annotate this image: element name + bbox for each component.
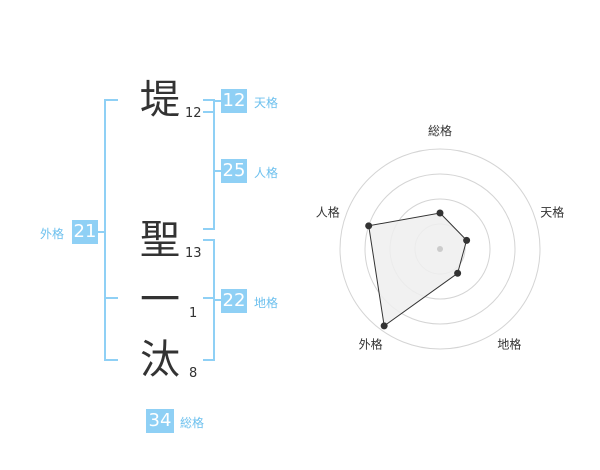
- gaikaku-badge: 21: [72, 220, 98, 244]
- stroke-count-4: 8: [189, 366, 198, 381]
- stroke-count-1: 12: [185, 106, 202, 121]
- radar-axis-label-2: 天格: [540, 205, 564, 220]
- kanji-char-4: 汰: [140, 337, 180, 383]
- gaikaku-bracket: [104, 99, 118, 361]
- radar-area: [368, 212, 468, 327]
- kanji-char-2: 聖: [140, 217, 180, 263]
- chikaku-badge: 22: [221, 289, 247, 313]
- tenkaku-badge: 12: [221, 89, 247, 113]
- tenkaku-bracket: [203, 99, 215, 230]
- radar-point-3: [454, 269, 462, 277]
- radar-point-2: [463, 236, 471, 244]
- radar-points: [365, 209, 471, 330]
- radar-axis-label-4: 外格: [359, 337, 383, 352]
- stroke-count-3: 1: [189, 306, 198, 321]
- stroke-count-2: 13: [185, 246, 202, 261]
- radar-center-point: [437, 246, 443, 252]
- kanji-char-3: 一: [140, 277, 180, 323]
- kanji-char-1: 堤: [140, 77, 180, 123]
- jinkaku-badge: 25: [221, 159, 247, 183]
- radar-axis-label-5: 人格: [316, 205, 340, 220]
- tenkaku-label: 天格: [254, 96, 279, 110]
- radar-ring-3: [364, 173, 516, 325]
- radar-point-1: [436, 209, 444, 217]
- radar-axis-label-1: 総格: [428, 123, 452, 138]
- chikaku-label: 地格: [254, 296, 279, 310]
- radar-ring-4: [339, 148, 541, 350]
- soukaku-badge: 34: [146, 409, 174, 433]
- radar-point-5: [365, 222, 373, 230]
- radar-point-4: [380, 322, 388, 330]
- soukaku-label: 総格: [180, 416, 205, 430]
- jinkaku-label: 人格: [254, 166, 279, 180]
- gaikaku-label: 外格: [40, 227, 65, 241]
- radar-axis-label-3: 地格: [497, 337, 521, 352]
